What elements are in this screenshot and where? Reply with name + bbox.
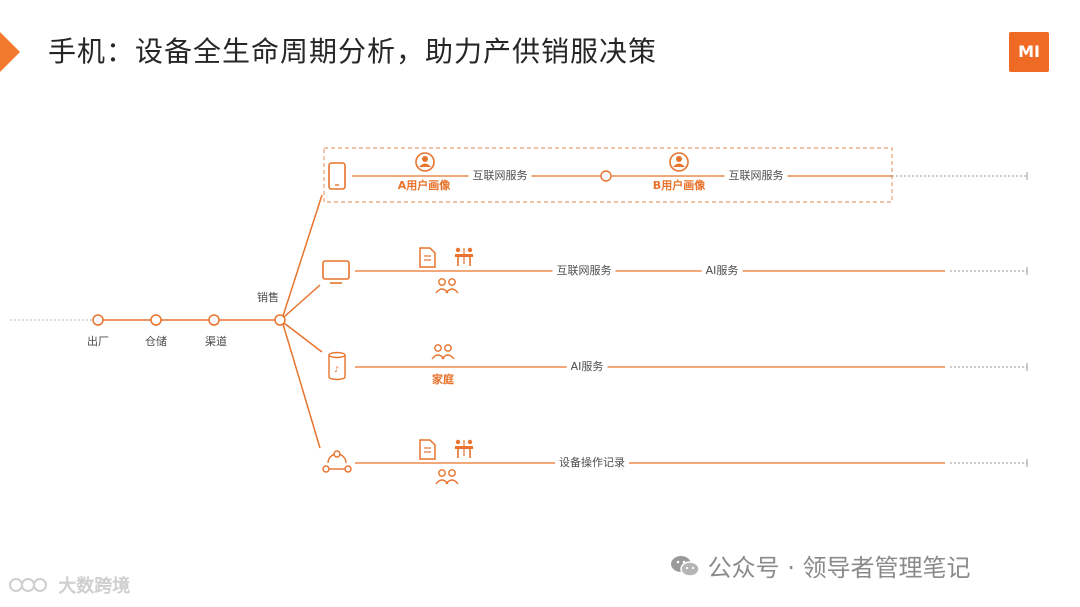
document-icon (419, 247, 436, 268)
smart-home-hub-icon (322, 450, 352, 473)
source-logo-icon (8, 575, 52, 600)
footer-account-watermark: 公众号 · 领导者管理笔记 (670, 548, 971, 585)
stage-label-channel: 渠道 (205, 335, 227, 348)
stage-node-warehouse (150, 314, 162, 326)
tv-icon (322, 260, 350, 284)
stage-node-sale (274, 314, 286, 326)
footer-account-text: 公众号 · 领导者管理笔记 (707, 554, 971, 582)
phone-row-internet-service-label-1: 互联网服务 (468, 169, 532, 183)
tv-row-internet-service-label: 互联网服务 (552, 264, 616, 278)
title-accent-tab (0, 32, 20, 72)
branch-connector-speaker (283, 322, 323, 353)
phone-row-highlight-box (323, 147, 893, 203)
family-label: 家庭 (432, 373, 454, 386)
smart-speaker-icon: ♪ (328, 351, 346, 381)
user-profile-a-label: A用户画像 (397, 179, 451, 192)
stage-node-channel (208, 314, 220, 326)
people-group-icon (435, 278, 459, 294)
document-icon (419, 439, 436, 460)
slide-title: 手机：设备全生命周期分析，助力产供销服决策 (48, 35, 658, 68)
wechat-icon (670, 553, 700, 585)
xiaomi-logo: MI (1009, 32, 1049, 72)
svg-text:♪: ♪ (334, 365, 339, 374)
stage-label-warehouse: 仓储 (145, 335, 167, 348)
phone-row-node (600, 170, 612, 182)
device-operation-log-label: 设备操作记录 (555, 456, 629, 470)
footer-source-text: 大数跨境 (58, 576, 131, 597)
stage-label-factory: 出厂 (87, 335, 109, 348)
user-avatar-icon-a (415, 152, 435, 172)
people-group-icon (431, 344, 455, 360)
user-profile-b-label: B用户画像 (652, 179, 706, 192)
people-meeting-icon (455, 247, 473, 266)
people-group-icon (435, 469, 459, 485)
branch-connector-tv (283, 284, 321, 318)
stage-node-factory (92, 314, 104, 326)
footer-source-watermark: 大数跨境 (8, 572, 130, 600)
people-meeting-icon (455, 439, 473, 458)
stage-label-sale: 销售 (257, 291, 279, 304)
branch-connector-phone (282, 194, 323, 317)
speaker-row-ai-service-label: AI服务 (566, 360, 608, 374)
tv-row-ai-service-label: AI服务 (701, 264, 743, 278)
user-avatar-icon-b (669, 152, 689, 172)
branch-connector-hub (282, 323, 321, 449)
smartphone-icon (328, 162, 346, 190)
phone-row-internet-service-label-2: 互联网服务 (724, 169, 788, 183)
